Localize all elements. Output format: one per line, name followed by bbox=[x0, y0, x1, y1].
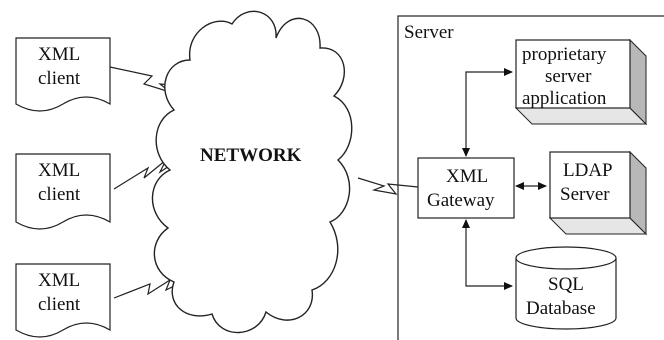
lightning-link-client-2 bbox=[113, 149, 195, 190]
lightning-link-gateway bbox=[357, 177, 419, 195]
client-1-line1: XML bbox=[38, 44, 80, 65]
gateway-line2: Gateway bbox=[427, 190, 495, 211]
client-1-line2: client bbox=[38, 68, 81, 89]
client-2-line2: client bbox=[38, 184, 81, 205]
gateway-line1: XML bbox=[446, 166, 488, 187]
arrow-gateway-proprietary bbox=[462, 68, 513, 157]
ldap-line1: LDAP bbox=[563, 160, 613, 181]
xml-client-3: XML client bbox=[15, 263, 111, 338]
proprietary-line1: proprietary bbox=[522, 44, 607, 65]
proprietary-line2: server bbox=[545, 66, 592, 87]
sql-line2: Database bbox=[526, 298, 596, 319]
xml-client-2: XML client bbox=[15, 153, 111, 230]
client-3-line2: client bbox=[38, 294, 81, 315]
sql-database: SQL Database bbox=[515, 246, 617, 330]
proprietary-server-application: proprietary server application bbox=[514, 38, 648, 126]
sql-line1: SQL bbox=[548, 274, 584, 295]
server-title: Server bbox=[404, 22, 454, 43]
network-cloud bbox=[151, 10, 353, 334]
xml-client-1: XML client bbox=[15, 37, 111, 112]
ldap-line2: Server bbox=[560, 184, 610, 205]
client-3-line1: XML bbox=[38, 270, 80, 291]
network-label: NETWORK bbox=[200, 145, 302, 166]
xml-gateway: XML Gateway bbox=[417, 157, 515, 219]
proprietary-line3: application bbox=[522, 88, 607, 109]
arrow-gateway-sql bbox=[462, 219, 513, 290]
ldap-server: LDAP Server bbox=[548, 150, 648, 236]
lightning-link-client-3 bbox=[113, 275, 195, 299]
client-2-line1: XML bbox=[38, 160, 80, 181]
server-container bbox=[397, 15, 664, 340]
